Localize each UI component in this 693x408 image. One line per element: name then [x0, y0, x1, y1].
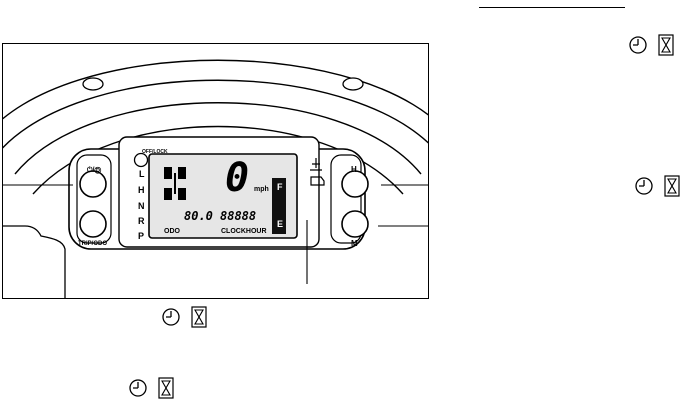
- clock-icon: [629, 36, 647, 54]
- trip-odo-button-label: TRIP/ODO: [78, 241, 108, 247]
- odometer-readout: 88888: [220, 209, 257, 223]
- clock-icon: [129, 379, 147, 397]
- trip-readout: 80.0: [184, 209, 213, 223]
- fuel-full-mark: F: [277, 182, 283, 192]
- trip-odo-button[interactable]: [79, 210, 107, 238]
- offlock-label: OFF/LOCK: [142, 149, 168, 155]
- minute-button-label: M: [351, 239, 358, 248]
- clock-hour-label: CLOCKHOUR: [221, 228, 267, 235]
- hour-button[interactable]: [341, 170, 369, 198]
- hour-button-label: H: [351, 165, 357, 174]
- instrument-panel-figure: ⏻/Ⓓ TRIP/ODO H M OFF/LOCK L H N R P 0 mp…: [2, 43, 429, 299]
- speed-readout: 0: [225, 155, 250, 201]
- header-rule: [479, 7, 625, 8]
- gear-l: L: [139, 169, 145, 179]
- symbol-pair-4: [128, 377, 174, 399]
- panel-drawing: [3, 59, 428, 298]
- symbol-pair-2: [634, 175, 680, 197]
- hourglass-icon: [664, 175, 680, 197]
- clock-icon: [162, 308, 180, 326]
- mode-button[interactable]: [79, 170, 107, 198]
- gear-p: P: [138, 231, 145, 241]
- mode-button-label: ⏻/Ⓓ: [87, 167, 102, 174]
- odo-label: ODO: [164, 228, 180, 235]
- hourglass-icon: [158, 377, 174, 399]
- gear-h: H: [138, 185, 145, 195]
- fuel-empty-mark: E: [277, 219, 284, 229]
- gear-n: N: [138, 201, 145, 211]
- minute-button[interactable]: [341, 210, 369, 238]
- symbol-pair-1: [628, 34, 674, 56]
- speed-unit: mph: [254, 186, 269, 193]
- clock-icon: [635, 177, 653, 195]
- gear-r: R: [138, 216, 145, 226]
- hourglass-icon: [191, 306, 207, 328]
- symbol-pair-3: [161, 306, 207, 328]
- hourglass-icon: [658, 34, 674, 56]
